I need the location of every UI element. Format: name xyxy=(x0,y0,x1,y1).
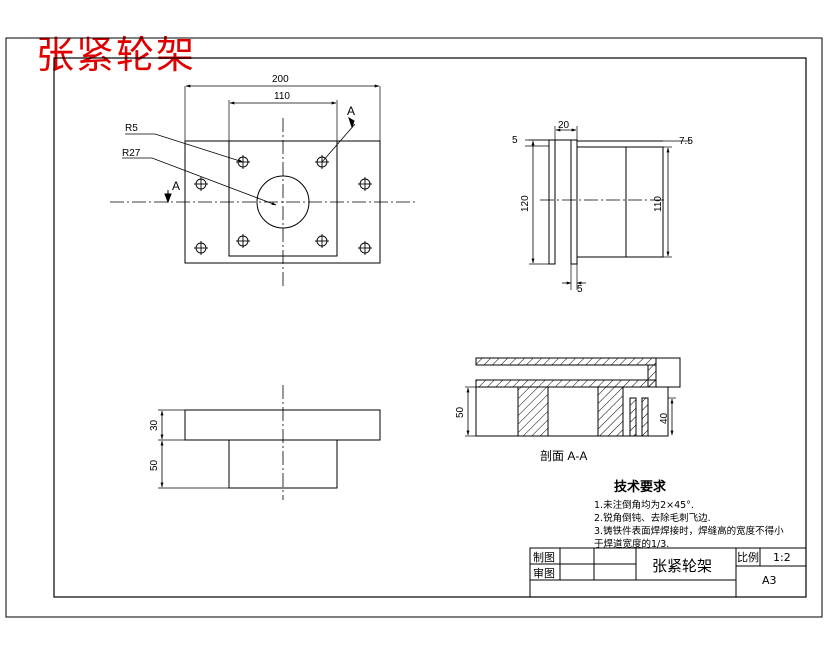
note-line-1: 1.未注倒角均为2×45°. xyxy=(594,500,694,511)
top-view xyxy=(110,84,415,286)
tb-part-name: 张紧轮架 xyxy=(652,557,712,575)
dim-50-front: 50 xyxy=(149,459,160,471)
outer-border xyxy=(5,37,823,618)
front-view xyxy=(158,385,381,500)
tb-scale-value: 1:2 xyxy=(773,551,791,564)
dim-200: 200 xyxy=(272,74,289,85)
note-line-2: 2.锐角倒钝、去除毛刺飞边. xyxy=(594,513,711,524)
tb-scale-label: 比例 xyxy=(737,550,759,564)
dim-5-top: 5 xyxy=(512,135,518,146)
tb-checked-label: 审图 xyxy=(533,566,555,580)
dim-r27: R27 xyxy=(122,148,141,159)
section-mark-a-top: A xyxy=(347,104,355,118)
dim-50-section: 50 xyxy=(455,406,466,418)
note-line-3: 3.铸铁件表面焊焊接时，焊缝高的宽度不得小 xyxy=(594,526,784,537)
dim-r5: R5 xyxy=(125,123,138,134)
inner-border xyxy=(53,57,807,598)
note-line-4: 于焊道宽度的1/3. xyxy=(594,539,670,550)
section-view xyxy=(465,357,681,437)
title-block xyxy=(529,547,807,598)
dim-20: 20 xyxy=(558,120,570,131)
dim-30: 30 xyxy=(149,419,160,431)
tb-drawn-label: 制图 xyxy=(533,551,555,564)
dim-40: 40 xyxy=(659,412,670,424)
dim-120: 120 xyxy=(520,195,531,212)
side-view xyxy=(525,126,690,290)
dim-110-side: 110 xyxy=(653,196,664,212)
notes-title: 技术要求 xyxy=(614,480,667,495)
technical-notes: 技术要求 1.未注倒角均为2×45°. 2.锐角倒钝、去除毛刺飞边. 3.铸铁件… xyxy=(594,476,830,551)
section-mark-a-left: A xyxy=(172,179,180,193)
dim-5-bottom: 5 xyxy=(577,284,583,295)
dim-110-top: 110 xyxy=(274,91,290,102)
drawing-title: 张紧轮架 xyxy=(36,33,197,77)
dim-7-5: 7.5 xyxy=(679,136,693,147)
tb-sheet-size: A3 xyxy=(762,574,777,587)
section-label: 剖面 A-A xyxy=(540,449,587,463)
